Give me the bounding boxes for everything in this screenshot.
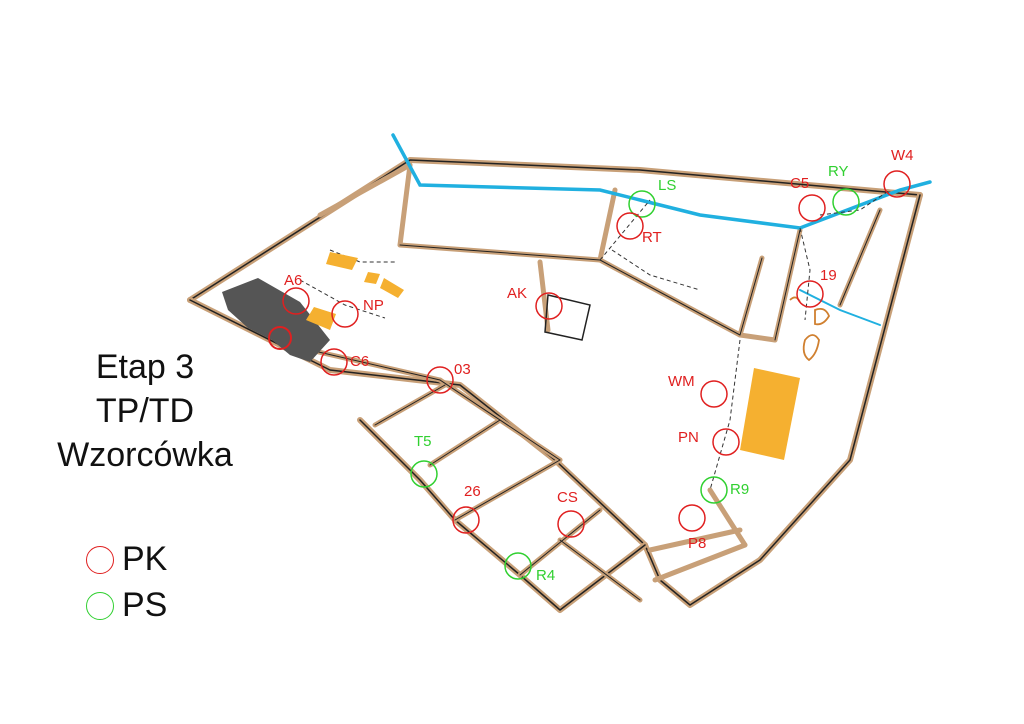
legend-ps-label: PS [122,586,168,624]
control-circle-icon [712,428,740,456]
control-c5: C5 [790,175,826,222]
control-19: 19 [796,267,837,308]
ak-building [544,294,591,341]
control-t5: T5 [410,433,438,488]
control-label: C5 [790,175,809,192]
control-w4: W4 [883,147,914,198]
outer-roads [187,157,923,613]
control-a6: A6 [282,272,310,315]
control-np: NP [331,297,384,328]
control-label: NP [363,297,384,314]
control-label: 03 [454,361,471,378]
control-label: W4 [891,147,914,164]
control-label: P8 [688,535,706,552]
control-circle-icon [796,280,824,308]
control-label: PN [678,429,699,446]
control-26: 26 [452,483,481,534]
control-circle-icon [320,348,348,376]
fields [306,252,800,460]
title-line-2: TP/TD [95,392,195,430]
control-circle-icon [700,380,728,408]
control-p8: P8 [678,504,706,552]
control-label: RY [828,163,849,180]
control-circle-icon [557,510,585,538]
control-ak: AK [507,285,563,320]
control-ry: RY [828,163,860,216]
control-label: C6 [350,353,369,370]
stream [391,133,932,326]
control-r9: R9 [700,476,749,504]
control-c6: C6 [320,348,369,376]
main-building [222,278,330,362]
control-wm: WM [668,373,728,408]
control-pn: PN [678,428,740,456]
start-marker-icon [268,326,292,350]
control-cs: CS [557,489,585,538]
control-circle-icon [628,190,656,218]
control-ls: LS [628,177,676,218]
legend-pk: PK [86,540,167,579]
legend-ps: PS [86,586,167,625]
control-circle-icon [832,188,860,216]
control-03: 03 [426,361,471,394]
control-circle-icon [282,287,310,315]
control-circle-icon [883,170,911,198]
control-r4: R4 [504,552,555,584]
control-label: R4 [536,567,555,584]
control-circle-icon [798,194,826,222]
title-line-3: Wzorcówka [57,436,233,474]
dashed-paths [299,189,891,491]
control-label: R9 [730,481,749,498]
control-label: T5 [414,433,432,450]
control-circle-icon [678,504,706,532]
control-label: 19 [820,267,837,284]
control-circle-icon [504,552,532,580]
control-label: 26 [464,483,481,500]
control-circle-icon [331,300,359,328]
control-label: RT [642,229,662,246]
control-label: A6 [284,272,302,289]
control-circle-icon [535,292,563,320]
control-circle-icon [616,212,644,240]
control-rt: RT [616,212,662,246]
control-circle-icon [410,460,438,488]
pk-circle-icon [86,545,114,574]
ps-circle-icon [86,591,114,620]
control-label: AK [507,285,527,302]
control-circle-icon [452,506,480,534]
control-label: LS [658,177,676,194]
legend-pk-label: PK [122,540,168,578]
control-circle-icon [700,476,728,504]
control-circle-icon [426,366,454,394]
title-line-1: Etap 3 [95,348,195,386]
control-label: CS [557,489,578,506]
control-label: WM [668,373,695,390]
